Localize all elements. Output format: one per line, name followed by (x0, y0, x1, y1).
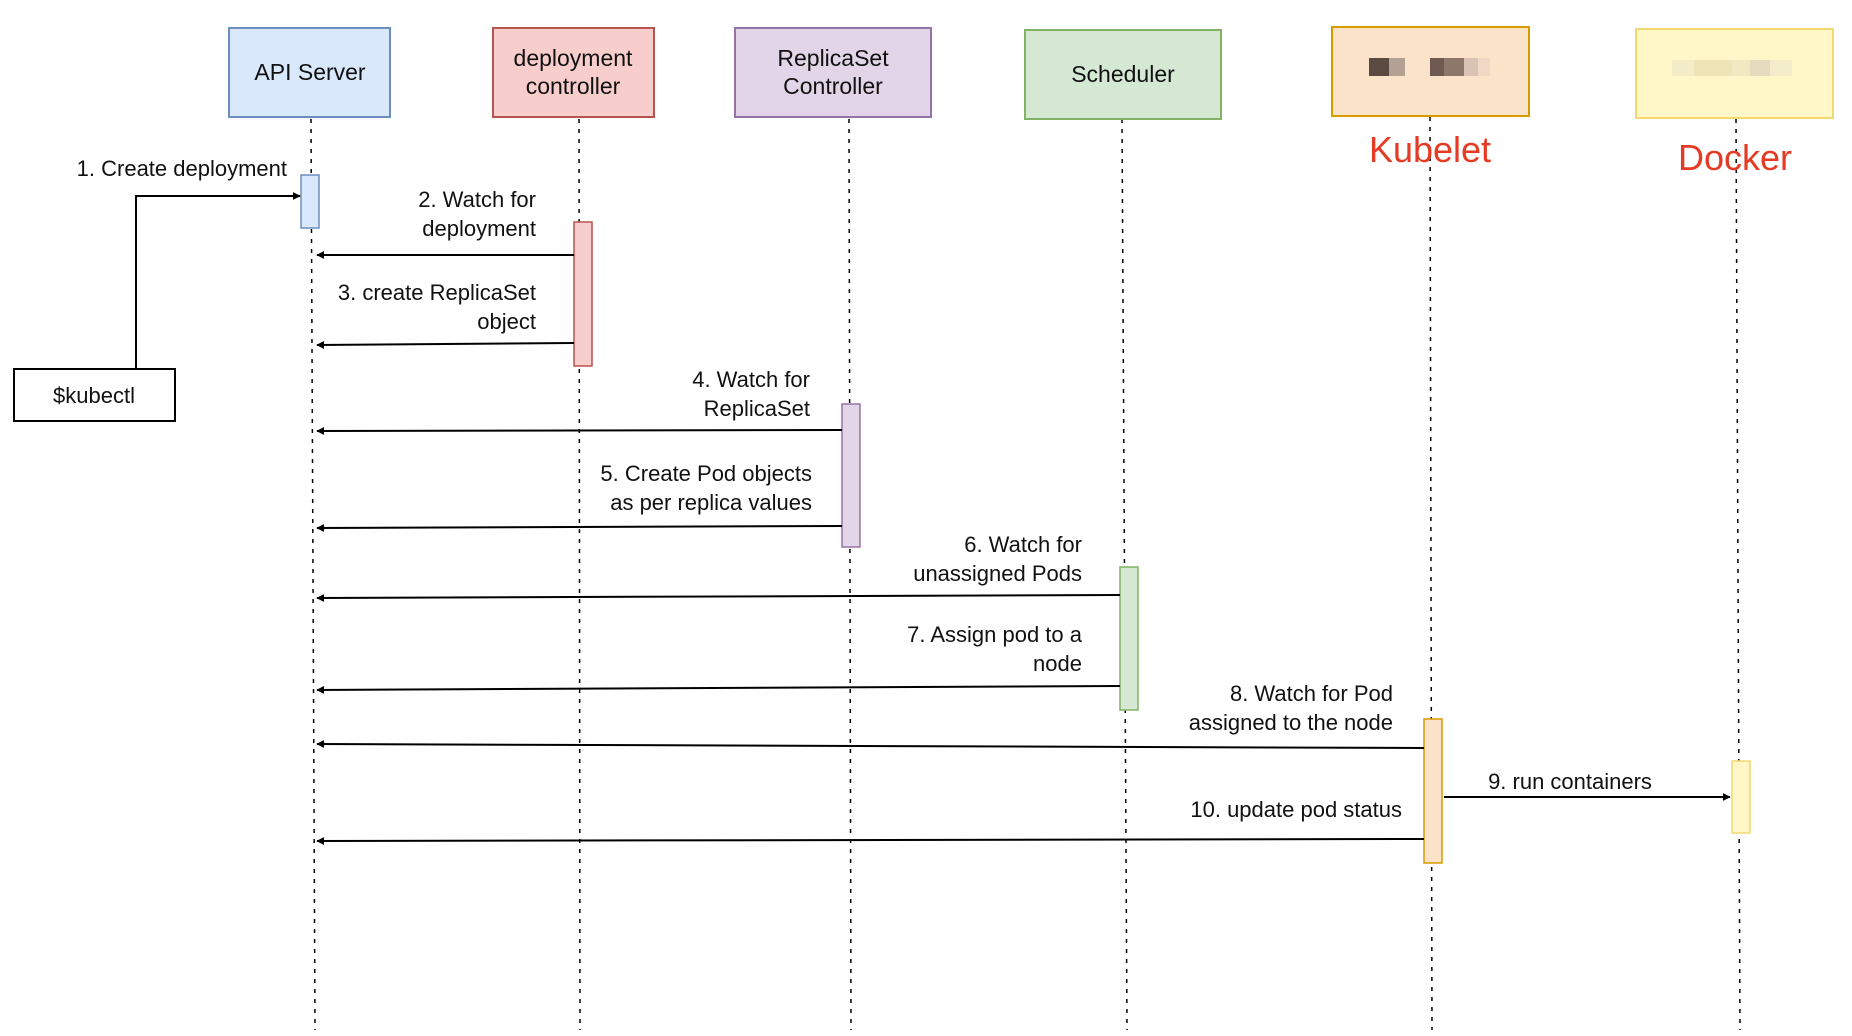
arrow-assign-pod (316, 685, 1121, 694)
participant-replicaset-controller: ReplicaSet Controller (734, 27, 932, 118)
lifeline-api-server (310, 118, 316, 1031)
message-labels: 1. Create deployment 2. Watch for deploy… (77, 156, 1652, 822)
message-label-3: 3. create ReplicaSet (338, 280, 536, 305)
participant-label: Controller (783, 73, 883, 99)
activation-docker (1731, 760, 1751, 834)
message-label-10: 10. update pod status (1190, 797, 1402, 822)
activation-bars (300, 174, 1751, 864)
message-label-9: 9. run containers (1488, 769, 1652, 794)
arrow-watch-pod-node (316, 740, 1425, 749)
kubectl-label: $kubectl (53, 383, 135, 408)
message-label-4: ReplicaSet (704, 396, 810, 421)
arrow-update-status (316, 836, 1425, 845)
participant-kubelet (1331, 26, 1530, 117)
activation-deployment-controller (573, 221, 593, 367)
arrow-watch-unassigned (316, 593, 1121, 602)
message-label-2: 2. Watch for (418, 187, 536, 212)
activation-kubelet (1423, 718, 1443, 864)
message-label-2: deployment (422, 216, 536, 241)
kubelet-annotation: Kubelet (1369, 129, 1491, 170)
activation-replicaset-controller (841, 403, 861, 548)
arrow-watch-replicaset (316, 426, 843, 435)
redacted-label (1369, 58, 1490, 76)
participant-label: Scheduler (1071, 61, 1175, 87)
lifeline-replicaset-controller (848, 118, 852, 1031)
participant-docker (1635, 28, 1834, 119)
message-label-6: 6. Watch for (964, 532, 1082, 557)
redacted-label (1672, 60, 1792, 76)
kubectl-client: $kubectl (13, 368, 176, 422)
activation-api-server (300, 174, 320, 229)
participant-label: ReplicaSet (777, 45, 889, 71)
message-arrows (135, 192, 1731, 845)
lifeline-kubelet (1429, 116, 1433, 1031)
message-label-4: 4. Watch for (692, 367, 810, 392)
arrow-create-replicaset (316, 340, 575, 349)
message-label-5: as per replica values (610, 490, 812, 515)
participant-deployment-controller: deployment controller (492, 27, 655, 118)
participant-scheduler: Scheduler (1024, 29, 1222, 120)
participant-label: API Server (254, 59, 366, 85)
participant-label: deployment (514, 45, 634, 71)
lifeline-docker (1735, 118, 1741, 1031)
message-label-8: assigned to the node (1189, 710, 1393, 735)
participant-label: controller (526, 73, 621, 99)
docker-annotation: Docker (1678, 137, 1792, 178)
arrow-create-deployment (135, 192, 301, 368)
participant-api-server: API Server (228, 27, 391, 118)
lifeline-scheduler (1121, 118, 1128, 1031)
message-label-7: 7. Assign pod to a (907, 622, 1083, 647)
message-label-3: object (477, 309, 536, 334)
message-label-6: unassigned Pods (913, 561, 1082, 586)
message-label-7: node (1033, 651, 1082, 676)
arrow-create-pods (316, 523, 843, 532)
message-label-8: 8. Watch for Pod (1230, 681, 1393, 706)
activation-scheduler (1119, 566, 1139, 711)
message-label-5: 5. Create Pod objects (600, 461, 812, 486)
message-label-1: 1. Create deployment (77, 156, 287, 181)
